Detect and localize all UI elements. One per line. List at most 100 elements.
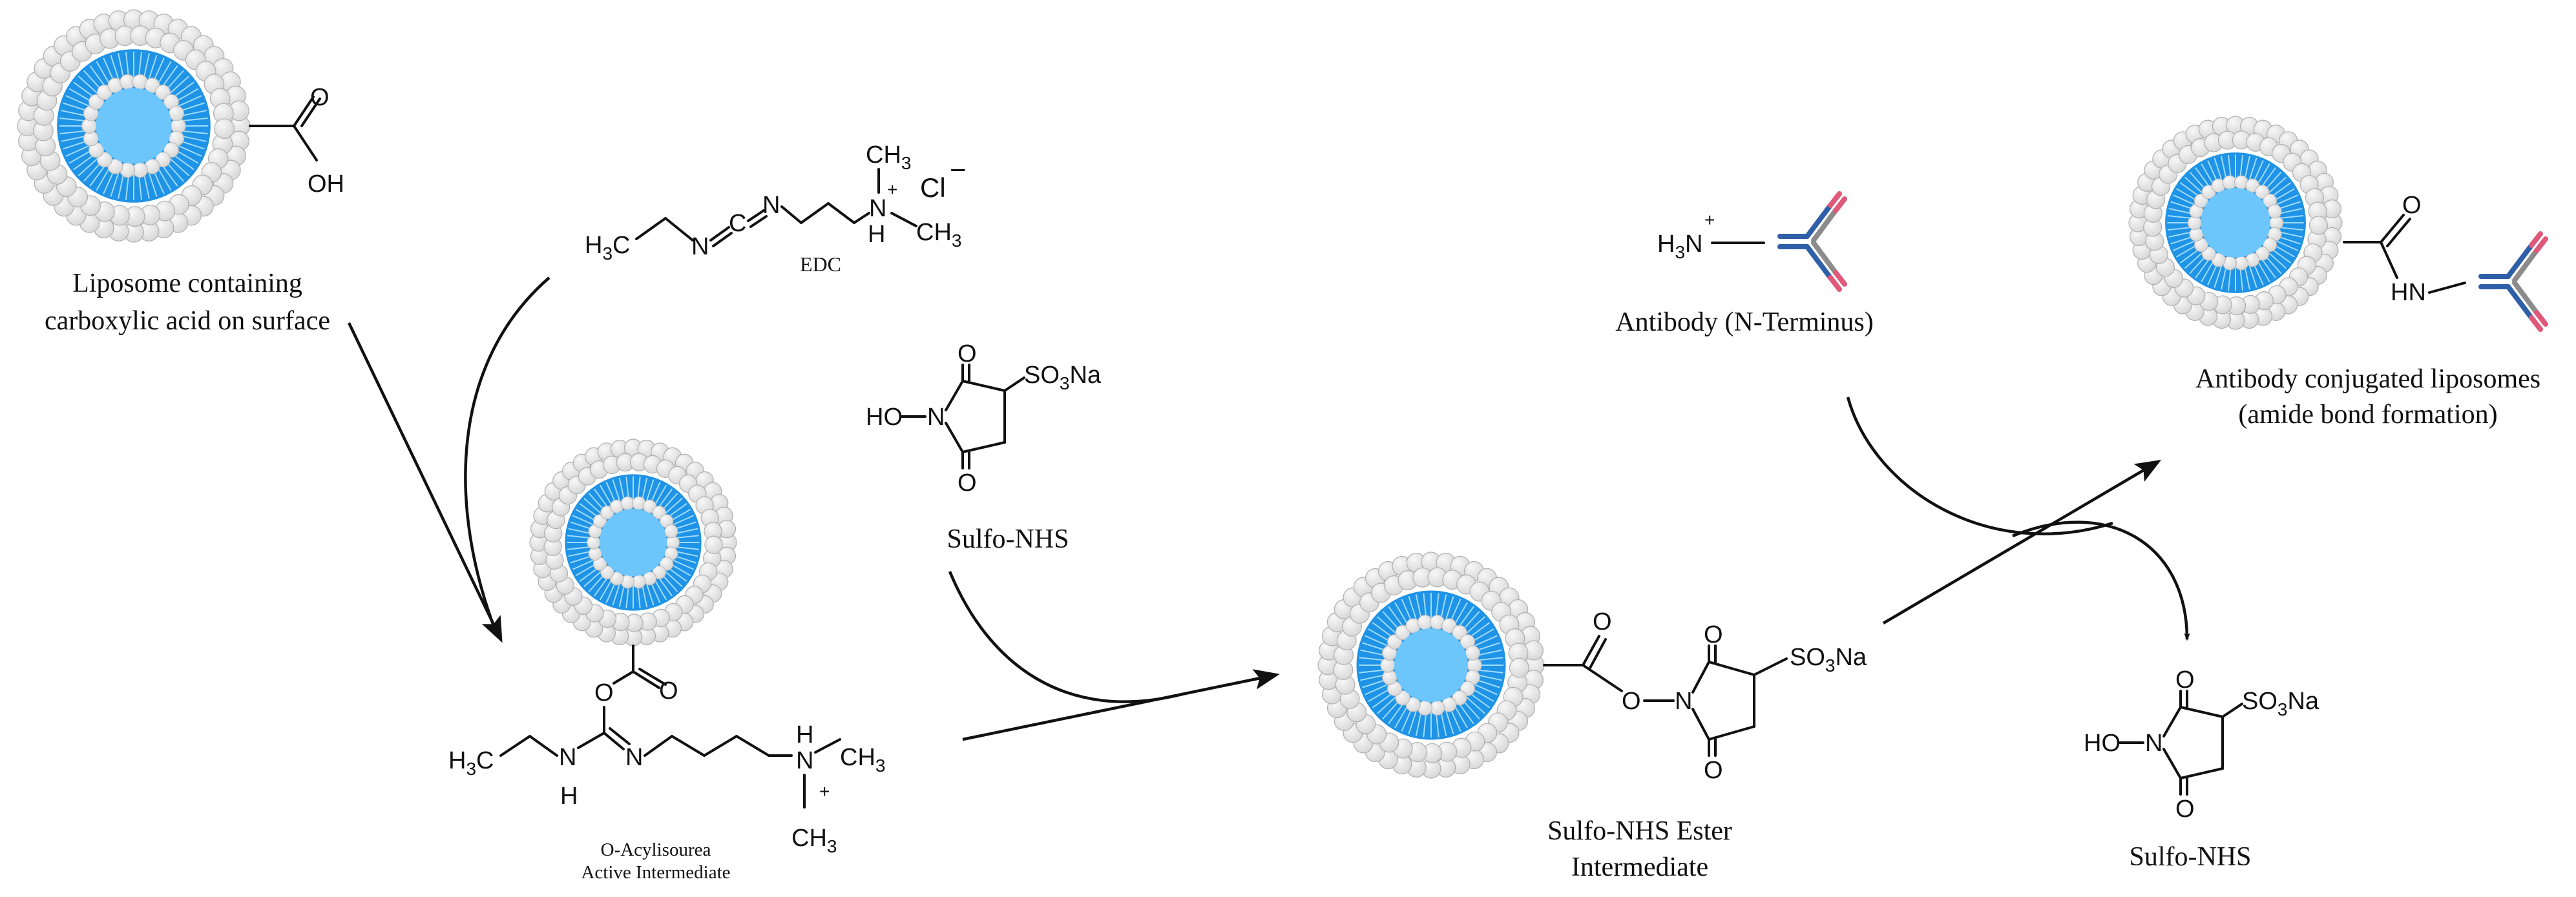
lipid-tail <box>1359 669 1385 674</box>
lipid-bead <box>2309 216 2329 235</box>
lipid-tail <box>669 508 691 522</box>
lipid-tail <box>667 566 687 583</box>
lipid-tail <box>2244 156 2250 181</box>
lipid-tail <box>674 550 698 557</box>
atom-h3n: H3N <box>1657 231 1702 262</box>
lipid-tail <box>2176 188 2199 202</box>
atom-ho: HO <box>866 404 903 431</box>
antibody-chain <box>2529 231 2543 248</box>
lipid-tail <box>73 81 96 99</box>
lipid-tail <box>579 566 600 583</box>
atom-o-carbonyl: O <box>659 677 678 705</box>
lipid-tail <box>2167 227 2192 231</box>
lipid-tail <box>641 477 648 502</box>
acylisourea-structure: O O N H N H3C N H + CH3 CH3 O-Acylisoure… <box>448 644 885 883</box>
lipid-tail <box>2270 182 2292 198</box>
lipid-tail <box>78 76 99 95</box>
lipid-tail <box>169 157 190 176</box>
lipid-tail <box>664 570 683 588</box>
amide-structure: O HN Antibody conjugated liposomes (amid… <box>2195 192 2548 429</box>
arrow-sulfo-nhs-out <box>2012 521 2190 641</box>
lipid-tail <box>579 502 600 519</box>
antibody-conjugated-icon <box>2478 231 2548 332</box>
lipid-tail <box>1445 708 1454 734</box>
lipid-tail <box>2227 154 2232 180</box>
lipid-tail <box>583 497 603 515</box>
atom-c: C <box>729 210 746 237</box>
aqueous-core <box>1394 628 1468 702</box>
lipid-tail <box>172 153 194 170</box>
caption-liposome-line1: Liposome containing <box>72 269 302 298</box>
lipid-tail <box>2244 265 2250 290</box>
lipid-tail <box>2214 263 2223 288</box>
antibody-chain <box>2512 280 2539 315</box>
lipid-bead <box>1509 657 1529 678</box>
lipid-tail <box>68 88 93 103</box>
lipid-tail <box>118 53 125 80</box>
lipid-tail <box>1415 710 1423 736</box>
lipid-tail <box>1435 593 1440 619</box>
lipid-tail <box>1468 692 1491 708</box>
lipid-tail <box>2227 266 2232 291</box>
lipid-tail <box>657 576 673 597</box>
lipid-tail <box>2267 176 2287 194</box>
atom-cl: Cl <box>920 172 946 203</box>
inner-lipid-bead <box>2267 204 2282 219</box>
caption-antibody: Antibody (N-Terminus) <box>1615 307 1874 337</box>
arrow-step3 <box>1882 459 2162 624</box>
charge-minus: − <box>950 154 967 186</box>
lipid-tail <box>567 546 591 550</box>
lipid-tail <box>89 164 107 187</box>
reaction-arrows <box>347 276 2190 741</box>
lipid-tail <box>1471 687 1494 702</box>
lipid-tail <box>1394 705 1409 728</box>
lipid-tail <box>110 55 120 81</box>
lipid-tail <box>575 562 597 577</box>
lipid-tail <box>118 172 125 199</box>
lipid-tail <box>96 167 111 191</box>
arrow-sulfo-nhs-in <box>948 571 1183 703</box>
lipid-tail <box>1473 683 1498 696</box>
lipid-tail <box>2256 260 2270 282</box>
lipid-tail <box>65 145 91 157</box>
lipid-tail <box>1372 622 1394 639</box>
lipid-tail <box>89 65 107 88</box>
lipid-tail <box>2275 194 2298 206</box>
lipid-tail <box>1476 674 1502 681</box>
lipid-tail <box>125 52 130 79</box>
lipid-tail <box>572 559 595 570</box>
antibody-reagent: H3N + Antibody (N-Terminus) <box>1615 191 1874 337</box>
lipid-tail <box>143 53 150 80</box>
lipid-tail <box>593 576 609 597</box>
lipid-tail <box>1360 649 1387 657</box>
lipid-tail <box>156 167 172 191</box>
lipid-tail <box>2168 208 2194 214</box>
lipid-tail <box>568 550 592 557</box>
lipid-tail <box>176 145 202 157</box>
lipid-tail <box>147 170 158 197</box>
lipid-tail <box>1458 702 1474 725</box>
lipid-tail <box>1408 708 1418 734</box>
atom-hn: HN <box>2391 279 2426 306</box>
lipid-tail <box>618 583 625 608</box>
antibody-chain <box>1811 208 1838 243</box>
lipid-tail <box>1471 628 1494 643</box>
lipid-tail <box>1365 635 1389 647</box>
atom-o-ester: O <box>594 679 614 706</box>
lipid-tail <box>161 65 178 88</box>
lipid-tail <box>161 164 178 187</box>
lipid-tail <box>2184 251 2204 269</box>
lipid-tail <box>138 52 143 79</box>
lipid-tail <box>1468 622 1491 639</box>
lipid-tail <box>110 170 120 197</box>
atom-h-nh: H <box>560 783 578 810</box>
antibody-chain <box>2534 236 2548 253</box>
atom-so3na-2: SO3Na <box>1790 644 1867 675</box>
atom-ch3-b: CH3 <box>791 825 837 856</box>
liposome-carboxylic <box>17 9 251 243</box>
lipid-tail <box>612 582 621 606</box>
atom-n-imine: N <box>625 744 643 771</box>
atom-o-bottom: O <box>958 469 977 497</box>
lipid-tail <box>2256 163 2270 186</box>
caption-sulfo-nhs-byproduct: Sulfo-NHS <box>2129 842 2251 872</box>
